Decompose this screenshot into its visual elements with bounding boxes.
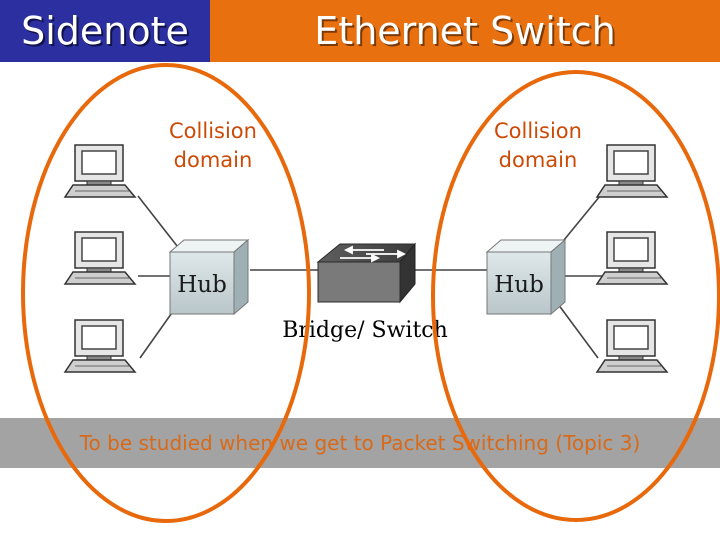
hub-right-label: Hub [494,272,544,298]
hub-right: Hub [485,238,567,316]
hub-left: Hub [168,238,250,316]
collision-domain-right-label: Collision domain [494,119,582,172]
cable-right-pc3 [554,299,599,359]
slide-title: Ethernet Switch [314,9,616,53]
sidenote-badge: Sidenote [0,0,210,62]
slide-header: Sidenote Ethernet Switch [0,0,720,62]
hub-left-label: Hub [177,272,227,298]
collision-domain-left-label: Collision domain [169,119,257,172]
topic-banner: To be studied when we get to Packet Swit… [0,418,720,468]
collision-domain-left-ellipse [21,63,311,523]
collision-domain-right-ellipse [431,70,720,522]
bridge-switch [316,242,417,304]
cable-left-pc1 [137,195,182,252]
switch-arrows-icon [340,245,407,263]
